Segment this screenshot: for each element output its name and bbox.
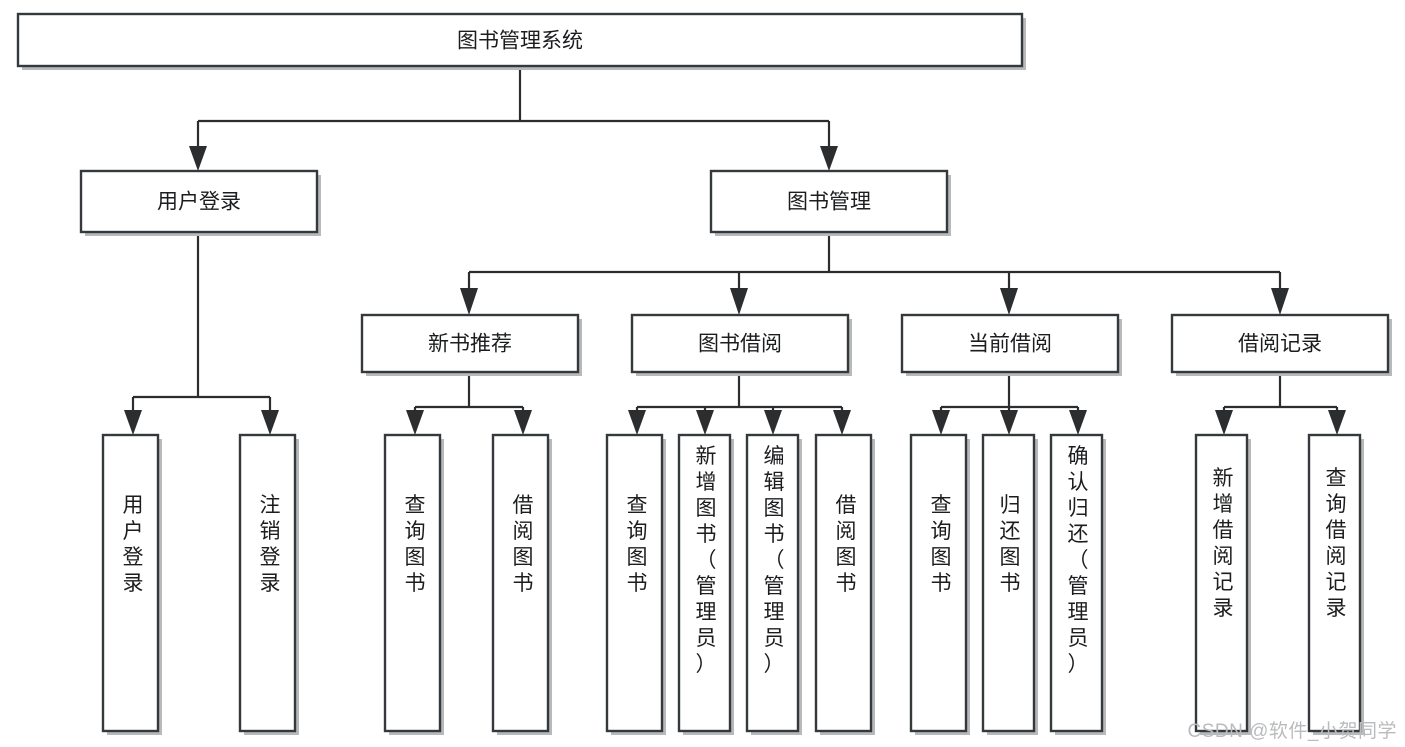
user-login-box[interactable]: [79, 169, 319, 234]
node-leaf-return-book[interactable]: 归还图书: [981, 433, 1038, 735]
node-leaf-user-login[interactable]: 用户登录: [101, 433, 162, 735]
node-leaf-user-logout[interactable]: 注销登录: [238, 433, 299, 735]
book-management-box[interactable]: [709, 169, 949, 234]
node-leaf-borrow-book-2[interactable]: 借阅图书: [814, 433, 875, 735]
arrow-to-new-book-recommend: [460, 288, 478, 315]
leaf-user-logout-box[interactable]: [238, 433, 297, 733]
arrow-to-leaf-confirm-return: [1069, 410, 1087, 435]
arrow-to-leaf-user-logout: [261, 410, 279, 435]
leaf-return-book-box[interactable]: [981, 433, 1036, 733]
connector-layer: [124, 66, 1346, 435]
root-box[interactable]: [16, 12, 1024, 68]
arrow-to-user-login: [189, 146, 207, 171]
arrow-to-leaf-user-login: [124, 410, 142, 435]
node-leaf-add-record[interactable]: 新增借阅记录: [1194, 433, 1251, 735]
leaf-borrow-book-1-label: 借阅图书: [513, 494, 534, 595]
leaf-user-login-label: 用户登录: [123, 494, 144, 595]
node-book-management[interactable]: 图书管理: [709, 169, 951, 236]
node-leaf-edit-book[interactable]: 编辑图书（管理员）: [745, 433, 802, 735]
node-new-book-recommend[interactable]: 新书推荐: [360, 313, 582, 376]
node-root[interactable]: 图书管理系统: [16, 12, 1026, 70]
leaf-edit-book-box[interactable]: [745, 433, 800, 733]
leaf-confirm-return-box[interactable]: [1049, 433, 1104, 733]
new-book-recommend-label: 新书推荐: [428, 333, 512, 356]
borrow-record-box[interactable]: [1170, 313, 1390, 374]
node-leaf-borrow-book-1[interactable]: 借阅图书: [491, 433, 552, 735]
leaf-query-book-2-label: 查询图书: [627, 494, 648, 595]
leaf-borrow-book-2-box[interactable]: [814, 433, 873, 733]
leaf-add-book-box[interactable]: [677, 433, 732, 733]
arrow-to-leaf-borrow-book-1: [514, 410, 532, 435]
leaf-confirm-return-label: 确认归还（管理员）: [1068, 445, 1089, 676]
leaf-add-record-label: 新增借阅记录: [1213, 467, 1234, 620]
arrow-to-book-management: [820, 146, 838, 171]
arrow-to-current-borrow: [1000, 288, 1018, 315]
node-current-borrow[interactable]: 当前借阅: [900, 313, 1122, 376]
user-login-label: 用户登录: [157, 191, 241, 214]
leaf-query-record-box[interactable]: [1307, 433, 1362, 733]
node-leaf-add-book[interactable]: 新增图书（管理员）: [677, 433, 734, 735]
node-leaf-query-book-1[interactable]: 查询图书: [383, 433, 444, 735]
arrow-to-borrow-record: [1271, 288, 1289, 315]
new-book-recommend-box[interactable]: [360, 313, 580, 374]
root-label: 图书管理系统: [457, 30, 583, 53]
leaf-query-book-3-label: 查询图书: [931, 494, 952, 595]
current-borrow-label: 当前借阅: [968, 333, 1052, 356]
node-borrow-record[interactable]: 借阅记录: [1170, 313, 1392, 376]
book-borrow-label: 图书借阅: [698, 333, 782, 356]
leaf-user-login-box[interactable]: [101, 433, 160, 733]
leaf-query-book-2-box[interactable]: [605, 433, 664, 733]
arrow-to-leaf-return-book: [1000, 410, 1018, 435]
node-leaf-query-record[interactable]: 查询借阅记录: [1307, 433, 1364, 735]
book-borrow-box[interactable]: [630, 313, 850, 374]
arrow-to-leaf-edit-book: [764, 410, 782, 435]
arrow-to-leaf-borrow-book-2: [833, 410, 851, 435]
arrow-to-leaf-query-book-2: [628, 410, 646, 435]
leaf-query-book-1-label: 查询图书: [405, 494, 426, 595]
leaf-borrow-book-1-box[interactable]: [491, 433, 550, 733]
node-user-login[interactable]: 用户登录: [79, 169, 321, 236]
arrow-to-leaf-query-record: [1328, 410, 1346, 435]
leaf-return-book-label: 归还图书: [1000, 494, 1021, 595]
leaf-query-record-label: 查询借阅记录: [1326, 467, 1347, 620]
node-book-borrow[interactable]: 图书借阅: [630, 313, 852, 376]
leaf-query-book-1-box[interactable]: [383, 433, 442, 733]
leaf-query-book-3-box[interactable]: [909, 433, 968, 733]
leaf-edit-book-label: 编辑图书（管理员）: [764, 445, 785, 676]
book-management-label: 图书管理: [787, 191, 871, 214]
leaf-add-book-label: 新增图书（管理员）: [696, 445, 717, 676]
arrow-to-book-borrow: [730, 288, 748, 315]
arrow-to-leaf-query-book-1: [406, 410, 424, 435]
node-leaf-query-book-3[interactable]: 查询图书: [909, 433, 970, 735]
borrow-record-label: 借阅记录: [1238, 333, 1322, 356]
leaf-user-logout-label: 注销登录: [260, 494, 281, 595]
csdn-watermark: CSDN @软件_小贺同学: [1187, 721, 1397, 742]
leaf-borrow-book-2-label: 借阅图书: [836, 494, 857, 595]
arrow-to-leaf-query-book-3: [932, 410, 950, 435]
arrow-to-leaf-add-book: [696, 410, 714, 435]
arrow-to-leaf-add-record: [1215, 410, 1233, 435]
leaf-add-record-box[interactable]: [1194, 433, 1249, 733]
current-borrow-box[interactable]: [900, 313, 1120, 374]
node-leaf-query-book-2[interactable]: 查询图书: [605, 433, 666, 735]
node-leaf-confirm-return[interactable]: 确认归还（管理员）: [1049, 433, 1106, 735]
